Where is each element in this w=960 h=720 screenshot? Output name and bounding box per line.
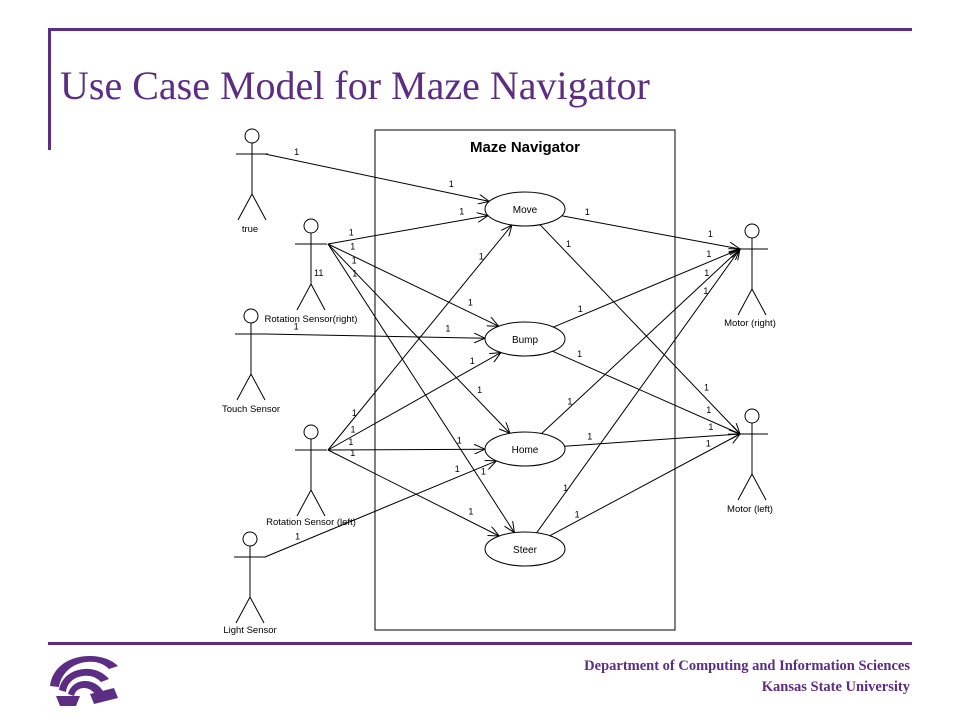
actor-label: Touch Sensor bbox=[222, 404, 280, 415]
association-steer-motor_right bbox=[536, 249, 740, 533]
actor-motor-right-icon bbox=[736, 223, 768, 316]
multiplicity-label: 1 bbox=[566, 239, 571, 249]
multiplicity-label: 1 bbox=[577, 349, 582, 359]
top-rule bbox=[48, 28, 912, 31]
use-case-oval bbox=[484, 191, 566, 227]
association-home-motor_right bbox=[541, 249, 740, 434]
multiplicity-label: 1 bbox=[479, 252, 484, 262]
multiplicity-label: 1 bbox=[348, 437, 353, 447]
association-move-motor_right bbox=[561, 215, 740, 249]
multiplicity-label: 1 bbox=[477, 385, 482, 395]
university-name: Kansas State University bbox=[761, 679, 910, 695]
multiplicity-label: 1 bbox=[585, 207, 590, 217]
multiplicity-label: 1 bbox=[704, 268, 709, 278]
actor-motor-left-icon bbox=[736, 408, 768, 501]
actor-label: Motor (left) bbox=[727, 504, 773, 515]
actor-label: true bbox=[242, 224, 258, 235]
bottom-rule bbox=[48, 642, 912, 645]
multiplicity-label: 1 bbox=[352, 256, 357, 266]
association-steer-motor_left bbox=[549, 434, 740, 537]
multiplicity-label: 1 bbox=[706, 249, 711, 259]
actor-light-icon bbox=[234, 531, 266, 624]
association-touch-bump bbox=[264, 334, 485, 338]
use-case-oval bbox=[484, 431, 566, 467]
multiplicity-label: 1 bbox=[587, 432, 592, 442]
multiplicity-label: 1 bbox=[445, 324, 450, 334]
use-case-home: Home bbox=[484, 431, 566, 467]
multiplicity-label: 1 bbox=[449, 179, 454, 189]
use-case-label: Bump bbox=[512, 335, 539, 346]
multiplicity-label: 1 bbox=[457, 435, 462, 445]
association-rot_right-move bbox=[327, 216, 488, 245]
multiplicity-label: 1 bbox=[578, 304, 583, 314]
multiplicity-label-extra: 11 bbox=[314, 268, 323, 278]
association-move-motor_left bbox=[539, 224, 740, 434]
association-rot_left-bump bbox=[327, 353, 501, 451]
multiplicity-label: 1 bbox=[563, 483, 568, 493]
use-case-oval bbox=[484, 531, 566, 567]
system-title: Maze Navigator bbox=[470, 139, 580, 156]
department-name: Department of Computing and Information … bbox=[584, 658, 910, 674]
multiplicity-label: 1 bbox=[352, 408, 357, 418]
multiplicity-label: 1 bbox=[352, 269, 357, 279]
actor-label: Light Sensor bbox=[223, 625, 276, 636]
use-case-label: Home bbox=[512, 445, 539, 456]
multiplicity-label: 1 bbox=[567, 397, 572, 407]
actor-rot-left-icon bbox=[295, 424, 327, 517]
association-true-move bbox=[264, 153, 489, 201]
multiplicity-label: 1 bbox=[350, 242, 355, 252]
system-boundary bbox=[374, 129, 676, 631]
multiplicity-label: 1 bbox=[706, 405, 711, 415]
multiplicity-label: 1 bbox=[468, 507, 473, 517]
association-bump-motor_left bbox=[552, 350, 740, 434]
use-case-oval bbox=[484, 321, 566, 357]
slide-title: Use Case Model for Maze Navigator bbox=[60, 63, 650, 108]
actor-rot-right-icon bbox=[295, 218, 327, 311]
multiplicity-label: 1 bbox=[706, 438, 711, 448]
multiplicity-label: 1 bbox=[350, 448, 355, 458]
use-case-label: Move bbox=[513, 205, 538, 216]
use-case-move: Move bbox=[484, 191, 566, 227]
use-case-bump: Bump bbox=[484, 321, 566, 357]
multiplicity-label: 1 bbox=[294, 147, 299, 157]
association-home-motor_left bbox=[564, 434, 741, 447]
actor-label: Rotation Sensor(right) bbox=[265, 314, 358, 325]
association-light-home bbox=[264, 461, 496, 558]
multiplicity-label: 1 bbox=[575, 510, 580, 520]
actor-touch-icon bbox=[235, 308, 267, 401]
association-rot_right-bump bbox=[327, 243, 499, 326]
multiplicity-label: 1 bbox=[703, 286, 708, 296]
multiplicity-label: 1 bbox=[349, 227, 354, 237]
multiplicity-label: 1 bbox=[704, 382, 709, 392]
left-rule bbox=[48, 28, 51, 150]
association-rot_left-steer bbox=[327, 449, 499, 536]
association-rot_left-home bbox=[327, 449, 485, 450]
association-rot_left-move bbox=[327, 225, 512, 451]
association-lines bbox=[264, 153, 741, 558]
multiplicity-label: 1 bbox=[708, 422, 713, 432]
association-bump-motor_right bbox=[553, 249, 741, 328]
actor-label: Rotation Sensor (left) bbox=[266, 517, 356, 528]
actor-label: Motor (right) bbox=[724, 318, 776, 329]
multiplicity-label: 1 bbox=[470, 356, 475, 366]
multiplicity-label: 1 bbox=[481, 467, 486, 477]
multiplicity-label: 1 bbox=[294, 322, 299, 332]
footer: Department of Computing and Information … bbox=[584, 656, 910, 698]
wildcat-logo-icon bbox=[46, 650, 120, 713]
use-case-label: Steer bbox=[513, 545, 538, 556]
association-rot_right-steer bbox=[327, 243, 514, 533]
multiplicity-label: 1 bbox=[295, 532, 300, 542]
multiplicity-label: 1 bbox=[455, 464, 460, 474]
multiplicity-label: 1 bbox=[708, 229, 713, 239]
multiplicity-label: 1 bbox=[459, 207, 464, 217]
multiplicity-label: 1 bbox=[351, 424, 356, 434]
multiplicity-label: 1 bbox=[468, 297, 473, 307]
actor-true-icon bbox=[236, 128, 268, 221]
use-case-steer: Steer bbox=[484, 531, 566, 567]
